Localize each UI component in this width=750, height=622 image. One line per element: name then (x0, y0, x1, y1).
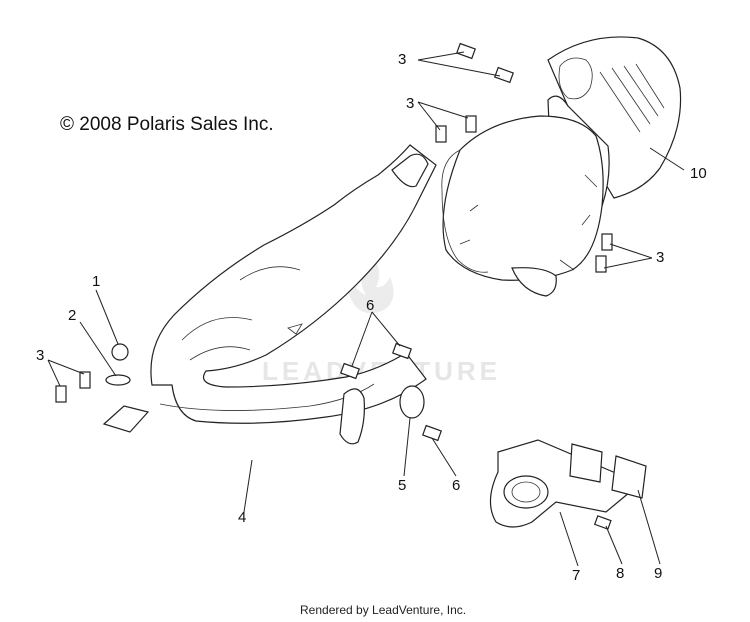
seal-5-shape (399, 385, 425, 419)
callout-4: 4 (238, 509, 246, 526)
callout-3: 3 (406, 95, 414, 112)
footer-credit: Rendered by LeadVenture, Inc. (300, 603, 466, 617)
grommet-1-shape (111, 343, 129, 361)
hardware-parts (55, 42, 613, 530)
callout-10: 10 (690, 165, 707, 182)
expansion-chamber-part (150, 144, 437, 445)
bracket-shape (102, 405, 150, 433)
callout-6: 6 (452, 477, 460, 494)
washer-2-shape (105, 374, 131, 386)
callout-1: 1 (92, 273, 100, 290)
callout-3: 3 (398, 51, 406, 68)
callout-8: 8 (616, 565, 624, 582)
callout-5: 5 (398, 477, 406, 494)
callout-7: 7 (572, 567, 580, 584)
callout-9: 9 (654, 565, 662, 582)
muffler-part (441, 36, 682, 297)
callout-3: 3 (656, 249, 664, 266)
leader-lines (47, 51, 685, 567)
callout-6: 6 (366, 297, 374, 314)
copyright-text: © 2008 Polaris Sales Inc. (60, 114, 274, 135)
callouts: 3 3 3 3 1 2 4 6 5 6 7 8 9 10 (36, 51, 707, 584)
manifold-part (489, 439, 647, 528)
callout-3: 3 (36, 347, 44, 364)
callout-2: 2 (68, 307, 76, 324)
